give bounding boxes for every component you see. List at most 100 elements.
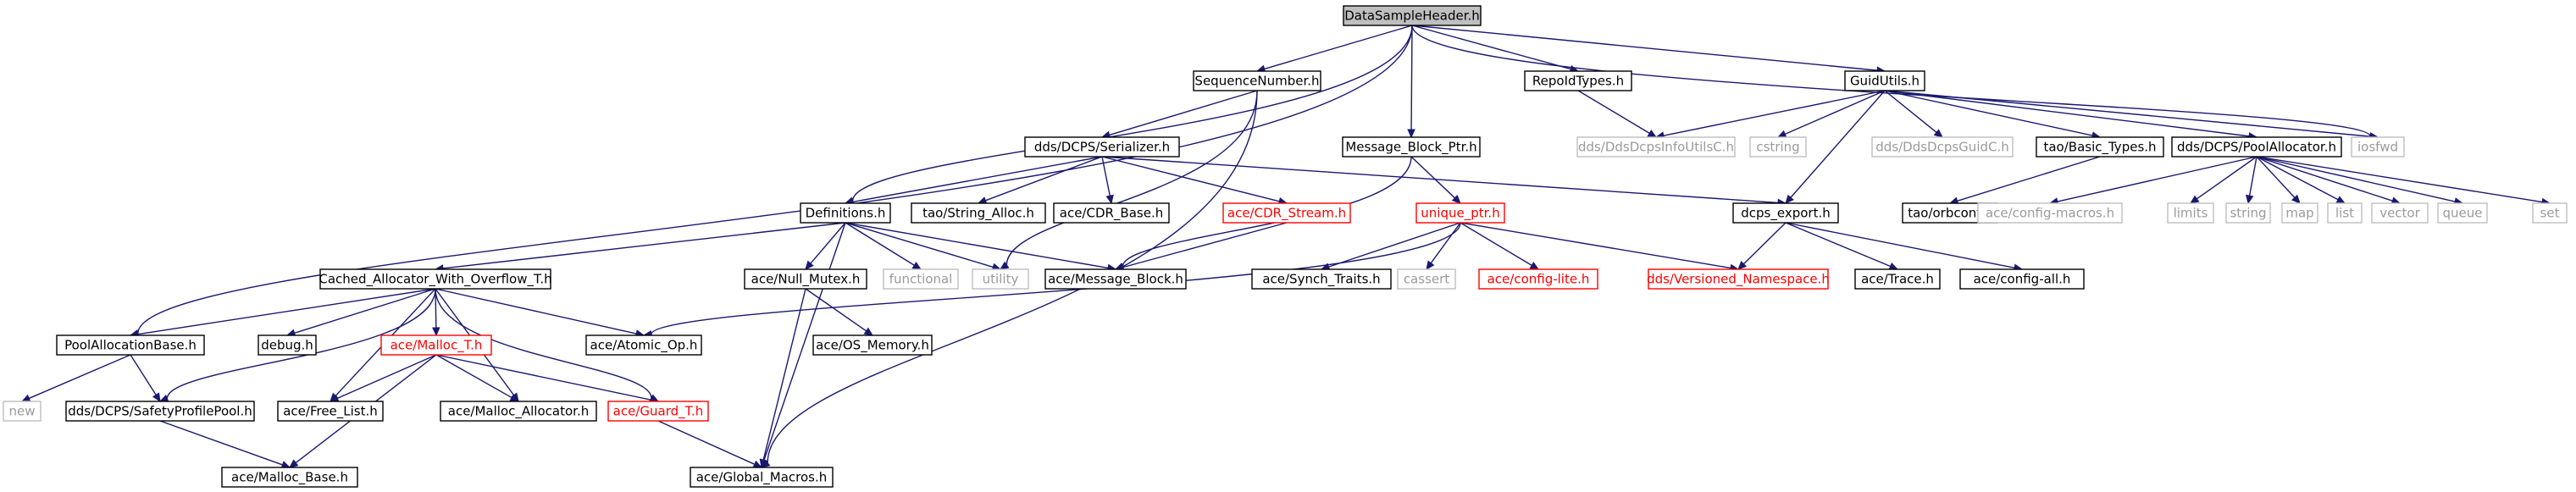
node-guardT[interactable]: ace/Guard_T.h [607, 401, 709, 422]
arrowhead-icon [999, 261, 1010, 270]
node-poolalloc[interactable]: dds/DCPS/PoolAllocator.h [2171, 136, 2342, 158]
node-infoutils: dds/DdsDcpsInfoUtilsC.h [1576, 136, 1736, 158]
arrowhead-icon [1105, 194, 1114, 205]
node-osmemory[interactable]: ace/OS_Memory.h [812, 334, 933, 356]
node-msgblock[interactable]: ace/Message_Block.h [1044, 268, 1187, 290]
arrowhead-icon [863, 327, 874, 336]
edge-line [159, 420, 283, 466]
node-guidc: dds/DdsDcpsGuidC.h [1871, 136, 2014, 158]
node-atomicop[interactable]: ace/Atomic_Op.h [585, 334, 702, 356]
node-trace[interactable]: ace/Trace.h [1854, 268, 1941, 290]
edge-safetypool-to-mallocbase [159, 420, 291, 469]
edge-line [762, 288, 806, 461]
edge-poolallocbase-to-safetypool [130, 354, 161, 403]
node-label: ace/OS_Memory.h [816, 338, 929, 354]
edge-line [1101, 156, 1280, 202]
edge-poolallocbase-to-new [20, 354, 131, 402]
node-stringalloc[interactable]: tao/String_Alloc.h [911, 202, 1046, 224]
node-versioned[interactable]: dds/Versioned_Namespace.h [1647, 268, 1830, 290]
edge-repoid-to-infoutils [1577, 90, 1658, 138]
edge-line [1101, 156, 1111, 196]
node-label: dds/DdsDcpsGuidC.h [1875, 140, 2009, 155]
edge-root-to-definitions [844, 25, 1413, 205]
node-mallocbase[interactable]: ace/Malloc_Base.h [221, 467, 358, 488]
node-label: dds/DdsDcpsInfoUtilsC.h [1578, 140, 1734, 155]
node-debug[interactable]: debug.h [258, 334, 317, 356]
edge-line [657, 420, 756, 465]
node-globalmacros[interactable]: ace/Global_Macros.h [690, 467, 834, 488]
node-cachedalloc[interactable]: Cached_Allocator_With_Overflow_T.h [319, 268, 552, 290]
node-box [1576, 136, 1736, 158]
edge-root-to-mbptr [1407, 25, 1415, 139]
node-dcpsexport[interactable]: dcps_export.h [1732, 202, 1839, 224]
node-mallocallocator[interactable]: ace/Malloc_Allocator.h [440, 401, 597, 422]
edge-line [2196, 156, 2257, 200]
edge-line [1785, 222, 2015, 268]
edge-line [1109, 90, 1258, 136]
node-label: set [2540, 206, 2560, 221]
edge-serializer-to-definitions [844, 156, 1103, 206]
edge-line [1122, 156, 1412, 267]
edge-line [1328, 222, 1461, 268]
edge-line [1884, 90, 1937, 133]
edge-line [2256, 156, 2339, 201]
edge-poolalloc-to-set [2256, 156, 2551, 207]
node-list: list [2327, 202, 2363, 224]
node-box [2327, 202, 2363, 224]
node-poolallocbase[interactable]: PoolAllocationBase.h [56, 334, 205, 356]
node-guidutils[interactable]: GuidUtils.h [1844, 70, 1925, 91]
node-box [1854, 268, 1941, 290]
node-basictypes[interactable]: tao/Basic_Types.h [2036, 136, 2164, 158]
node-safetypool[interactable]: dds/DCPS/SafetyProfilePool.h [65, 401, 255, 422]
node-utility: utility [972, 268, 1029, 290]
node-box [1044, 268, 1187, 290]
node-configlite[interactable]: ace/config-lite.h [1478, 268, 1598, 290]
node-definitions[interactable]: Definitions.h [800, 202, 891, 224]
node-limits: limits [2167, 202, 2214, 224]
edge-line [442, 222, 846, 269]
node-synchtraits[interactable]: ace/Synch_Traits.h [1251, 268, 1392, 290]
node-root[interactable]: DataSampleHeader.h [1343, 5, 1482, 26]
node-label: unique_ptr.h [1421, 206, 1499, 222]
edge-guidutils-to-iosfwd [1884, 90, 2379, 141]
edge-seqnum-to-utility [999, 90, 1258, 270]
node-box [1024, 136, 1180, 158]
node-box [2532, 202, 2568, 224]
node-label: ace/Trace.h [1861, 272, 1934, 287]
node-box [744, 268, 867, 290]
node-mallocT[interactable]: ace/Malloc_T.h [380, 334, 492, 356]
edge-line [336, 354, 437, 400]
edge-mbptr-to-uniqueptr [1410, 156, 1461, 204]
edge-line [852, 156, 1103, 203]
node-label: ace/Message_Block.h [1048, 272, 1183, 288]
node-uniqueptr[interactable]: unique_ptr.h [1415, 202, 1505, 224]
edge-root-to-seqnum [1255, 25, 1413, 73]
node-repoid[interactable]: RepoIdTypes.h [1524, 70, 1632, 91]
node-mbptr[interactable]: Message_Block_Ptr.h [1342, 136, 1481, 158]
node-seqnum[interactable]: SequenceNumber.h [1193, 70, 1321, 91]
edge-uniqueptr-to-cassert [1426, 222, 1461, 270]
node-serializer[interactable]: dds/DCPS/Serializer.h [1024, 136, 1180, 158]
node-box [319, 268, 551, 290]
edge-poolalloc-to-string [2246, 156, 2257, 205]
edge-cachedalloc-to-atomicop [435, 288, 645, 338]
edge-mallocT-to-freelist [329, 354, 437, 402]
edge-line [435, 354, 512, 399]
node-configall[interactable]: ace/config-all.h [1959, 268, 2085, 290]
node-cdrbase[interactable]: ace/CDR_Base.h [1053, 202, 1170, 224]
node-freelist[interactable]: ace/Free_List.h [277, 401, 384, 422]
node-label: ace/Atomic_Op.h [590, 338, 698, 354]
edge-line [130, 354, 157, 395]
edge-dcpsexport-to-trace [1785, 222, 1899, 270]
edge-poolalloc-to-map [2256, 156, 2301, 204]
edge-guidutils-to-cstring [1776, 90, 1886, 138]
node-cdrstream[interactable]: ace/CDR_Stream.h [1222, 202, 1351, 224]
node-label: dds/Versioned_Namespace.h [1647, 272, 1830, 288]
node-map: map [2281, 202, 2318, 224]
node-label: dds/DCPS/PoolAllocator.h [2177, 140, 2336, 155]
node-nullmutex[interactable]: ace/Null_Mutex.h [744, 268, 867, 290]
node-box [440, 401, 597, 422]
node-box [911, 202, 1046, 224]
edge-line [845, 222, 915, 266]
